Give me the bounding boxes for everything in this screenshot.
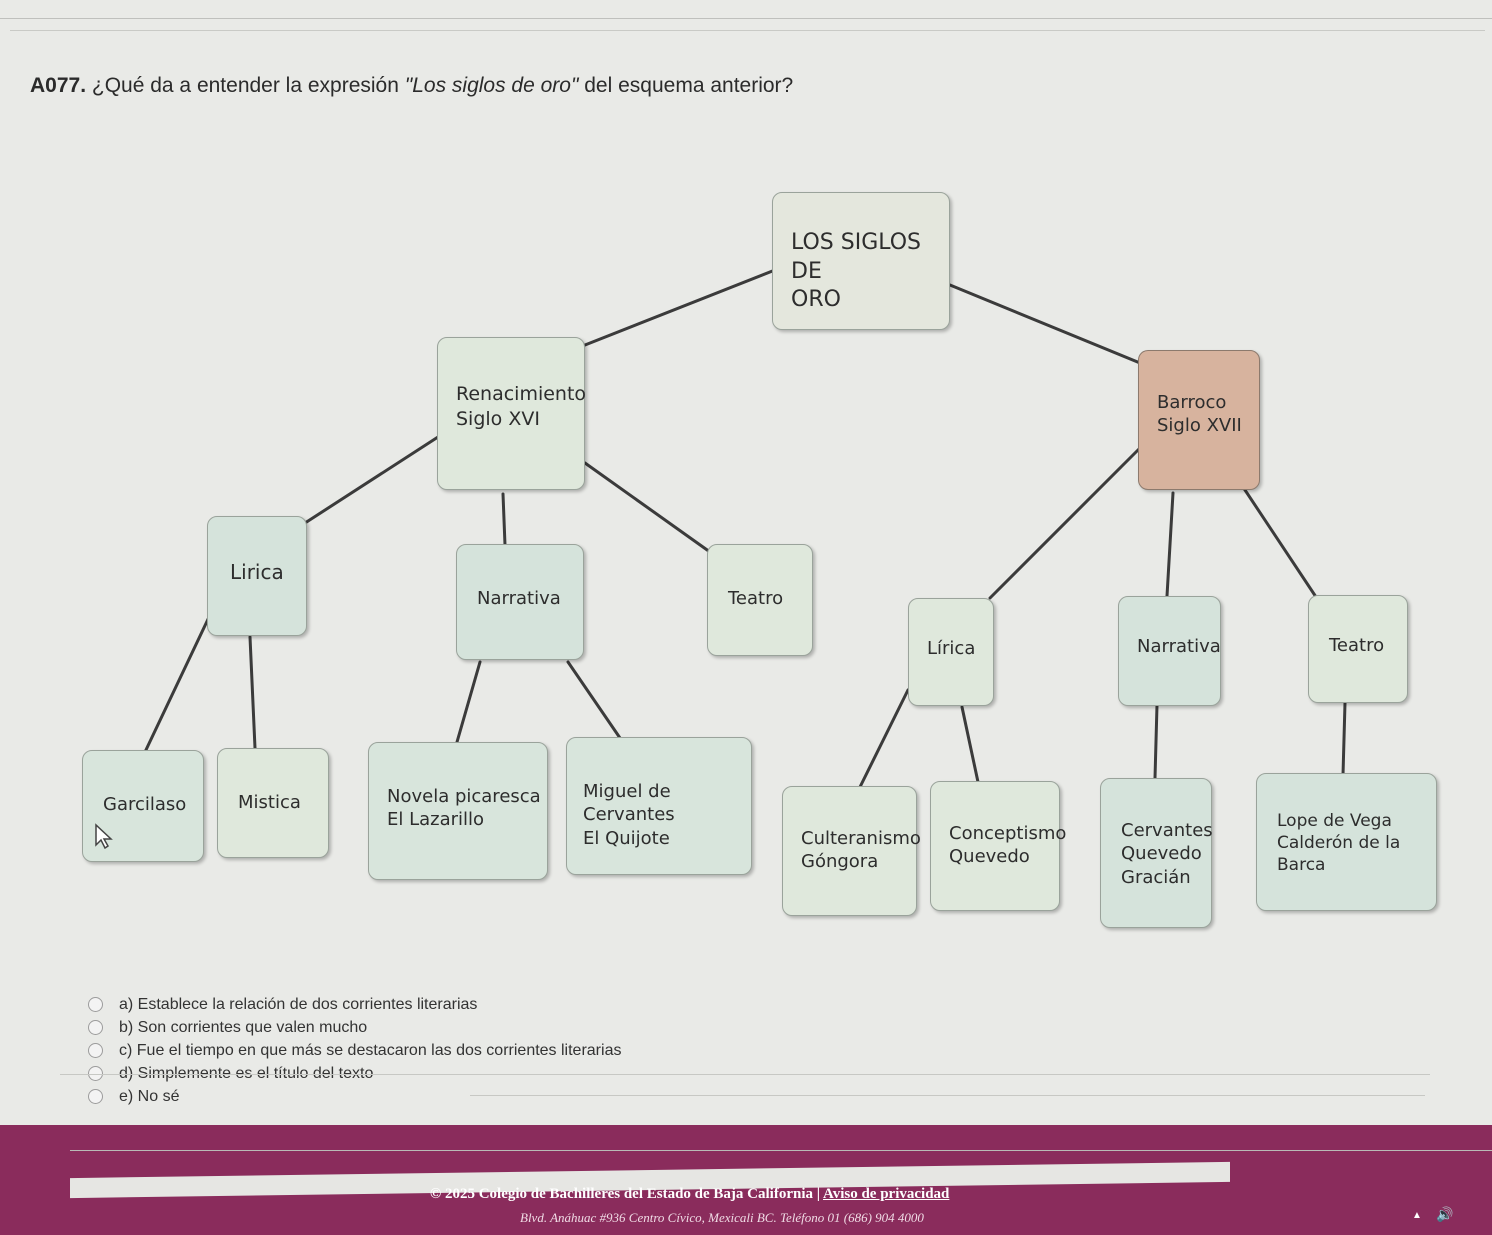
node-culteranismo: Culteranismo Góngora: [782, 786, 921, 916]
site-footer: [0, 1125, 1492, 1235]
node-mistica: Mistica: [217, 748, 329, 858]
question-frame: [10, 30, 1485, 1151]
footer-copyright: © 2025 Colegio de Bachilleres del Estado…: [430, 1186, 950, 1202]
node-barroco-teatro: Teatro: [1308, 595, 1408, 703]
node-renacimiento-lirica: Lirica: [207, 516, 307, 636]
question-number: A077.: [30, 74, 87, 97]
node-cervantes-quevedo-gracian: Cervantes Quevedo Gracián: [1100, 778, 1213, 928]
node-barroco-narrativa: Narrativa: [1118, 596, 1221, 706]
option-d[interactable]: d) Simplemente es el título del texto: [88, 1062, 621, 1085]
divider: [470, 1095, 1425, 1096]
option-a[interactable]: a) Establece la relación de dos corrient…: [88, 993, 621, 1016]
radio-option-d[interactable]: [88, 1066, 103, 1081]
node-lope-de-vega: Lope de Vega Calderón de la Barca: [1256, 773, 1437, 911]
top-divider: [0, 18, 1492, 19]
node-barroco: Barroco Siglo XVII: [1138, 350, 1260, 490]
node-barroco-lirica: Lírica: [908, 598, 994, 706]
node-los-siglos-de-oro: LOS SIGLOS DE ORO: [772, 192, 950, 330]
option-b[interactable]: b) Son corrientes que valen mucho: [88, 1016, 621, 1039]
question-text: A077. ¿Qué da a entender la expresión "L…: [30, 74, 794, 97]
node-conceptismo: Conceptismo Quevedo: [930, 781, 1066, 911]
radio-option-e[interactable]: [88, 1089, 103, 1104]
divider: [70, 1150, 1492, 1151]
answer-options: a) Establece la relación de dos corrient…: [88, 993, 621, 1108]
node-novela-picaresca: Novela picaresca El Lazarillo: [368, 742, 548, 880]
radio-option-a[interactable]: [88, 997, 103, 1012]
volume-icon[interactable]: 🔊: [1436, 1206, 1454, 1222]
tray-chevron-up-icon[interactable]: ▲: [1412, 1210, 1422, 1221]
option-c[interactable]: c) Fue el tiempo en que más se destacaro…: [88, 1039, 621, 1062]
divider: [60, 1074, 1430, 1075]
node-renacimiento-narrativa: Narrativa: [456, 544, 584, 660]
footer-address: Blvd. Anáhuac #936 Centro Cívico, Mexica…: [520, 1210, 924, 1225]
radio-option-b[interactable]: [88, 1020, 103, 1035]
privacy-link[interactable]: Aviso de privacidad: [822, 1186, 950, 1202]
option-e[interactable]: e) No sé: [88, 1085, 621, 1108]
radio-option-c[interactable]: [88, 1043, 103, 1058]
node-renacimiento-teatro: Teatro: [707, 544, 813, 656]
node-renacimiento: Renacimiento Siglo XVI: [437, 337, 586, 490]
node-miguel-de-cervantes: Miguel de Cervantes El Quijote: [566, 737, 752, 875]
mouse-cursor-icon: [95, 823, 113, 849]
